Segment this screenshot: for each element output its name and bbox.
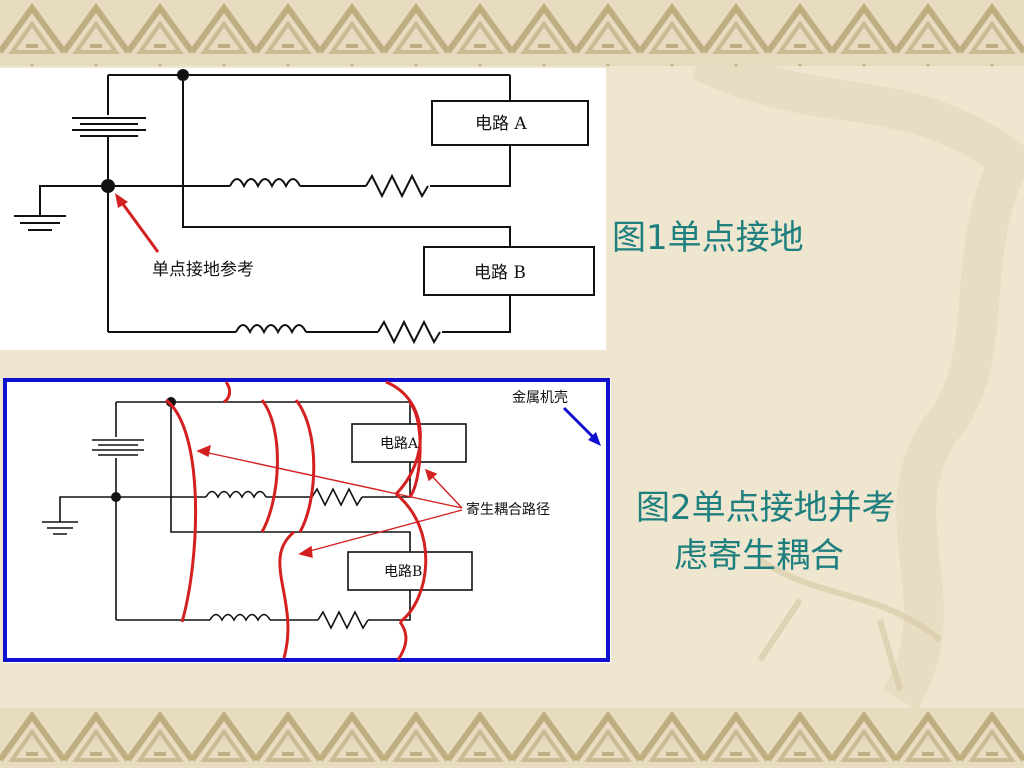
- inductor-icon: [229, 178, 301, 189]
- battery-icon: [92, 439, 144, 456]
- chassis-pointer-arrow: [562, 406, 598, 442]
- inductor-icon: [205, 490, 267, 499]
- metal-chassis-border: [3, 378, 610, 662]
- ground-reference-dot: [101, 179, 115, 193]
- coupling-path-label: 寄生耦合路径: [466, 501, 550, 518]
- circuit-b-supply-wire: [182, 75, 511, 246]
- decorative-bottom-border: [0, 708, 1024, 768]
- ground-icon: [42, 496, 116, 535]
- resistor-icon: [365, 173, 429, 199]
- resistor-icon: [311, 487, 363, 507]
- circuit-b-label: 电路B: [384, 564, 422, 580]
- circuit-a-label: 电路 A: [475, 114, 527, 134]
- ground-icon: [14, 185, 108, 231]
- battery-icon: [72, 117, 146, 137]
- circuit-a-label: 电路A: [380, 436, 419, 452]
- battery-supply-wire: [107, 74, 511, 332]
- parasitic-coupling-curves: [165, 380, 428, 661]
- metal-chassis-label: 金属机壳: [512, 389, 568, 406]
- figure2-caption-line1: 图2单点接地并考: [636, 488, 896, 528]
- figure1-single-point-grounding-diagram: 电路 A 电路 B 单点接地参考: [0, 68, 606, 350]
- circuit-a-box: [351, 423, 467, 463]
- junction-dot: [177, 69, 189, 81]
- ground-ref-arrow: [118, 199, 160, 253]
- figure2-caption-line2: 虑寄生耦合: [674, 536, 844, 576]
- coupling-arrow: [429, 473, 463, 509]
- coupling-arrow: [203, 451, 463, 509]
- ground-reference-label: 单点接地参考: [152, 260, 254, 280]
- figure1-caption: 图1单点接地: [612, 218, 804, 258]
- circuit-b-label: 电路 B: [474, 263, 526, 283]
- figure2-parasitic-coupling-diagram: 电路A 电路B 寄生耦合路径 金属机壳: [3, 378, 611, 663]
- decorative-top-border: [0, 0, 1024, 66]
- coupling-arrow: [305, 509, 463, 553]
